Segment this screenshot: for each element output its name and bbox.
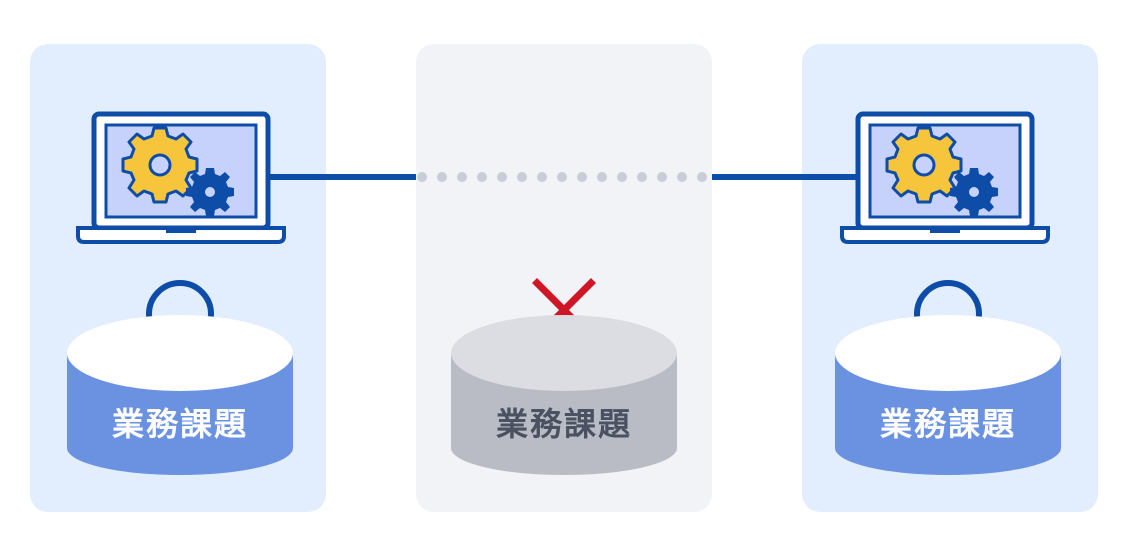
laptop-icon xyxy=(840,111,1050,244)
gear-icon xyxy=(950,168,998,216)
gear-icon xyxy=(885,126,963,204)
database-label-middle: 業務課題 xyxy=(495,405,632,443)
database-icon xyxy=(67,315,293,475)
database-label-left: 業務課題 xyxy=(111,405,248,443)
database-label-right: 業務課題 xyxy=(879,405,1016,443)
database-icon xyxy=(451,315,677,475)
gear-icon xyxy=(121,126,199,204)
database-icon xyxy=(835,315,1061,475)
broken-connection-dots xyxy=(417,172,707,182)
gear-icon xyxy=(186,168,234,216)
laptop-icon xyxy=(76,111,286,244)
